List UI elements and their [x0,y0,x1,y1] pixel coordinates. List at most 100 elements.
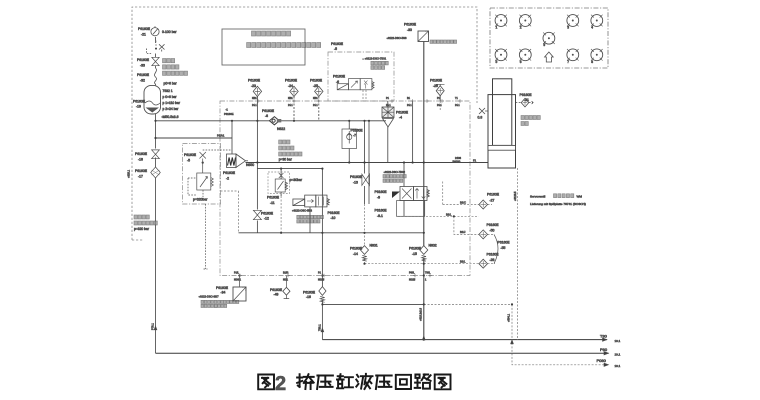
svg-text:N802: N802 [429,244,437,248]
svg-text:-25: -25 [313,84,318,88]
svg-text:P6160E: P6160E [216,286,229,290]
svg-text:1: 1 [496,26,498,30]
svg-text:-50: -50 [490,229,495,233]
svg-text:-21: -21 [141,33,146,37]
svg-text:P6160E: P6160E [409,247,422,251]
svg-text:NG6 1: NG6 1 [234,279,242,282]
svg-text:P6020: P6020 [453,159,461,163]
svg-text:P6160E: P6160E [137,73,150,77]
svg-text:•M50.5x3.6: •M50.5x3.6 [162,115,179,119]
svg-text:P6160E: P6160E [487,223,500,227]
svg-text:P6160E: P6160E [375,190,388,194]
svg-text:NB1: NB1 [288,97,293,100]
svg-text:T1: T1 [455,97,458,100]
svg-text:+326.1: +326.1 [127,169,131,178]
svg-text:P6160E: P6160E [184,153,197,157]
svg-text:3: 3 [567,26,569,30]
svg-text:P1/L: P1/L [234,272,240,275]
svg-text:-1: -1 [226,108,229,112]
svg-text:P1: P1 [318,272,322,275]
svg-text:P6160E: P6160E [261,212,274,216]
svg-text:24.1: 24.1 [313,104,318,107]
svg-text:NB1: NB1 [313,97,318,100]
svg-text:NG25: NG25 [318,279,325,282]
svg-text:1: 1 [425,279,427,282]
svg-text:p=320bar: p=320bar [193,198,208,202]
svg-text:P6160E: P6160E [375,209,388,213]
svg-text:-28: -28 [490,258,495,262]
svg-text:B1/C: B1/C [460,200,466,204]
svg-text:24.1: 24.1 [252,104,257,107]
svg-text:+8122-DSO-5S8: +8122-DSO-5S8 [387,36,407,40]
svg-text:P1: P1 [386,97,390,100]
svg-text:p=30bar: p=30bar [290,178,303,182]
svg-text:WM: WM [577,194,583,198]
svg-text:8: 8 [591,60,593,64]
svg-text:4: 4 [591,26,593,30]
svg-text:+504.1: +504.1 [507,313,511,322]
svg-text:-13: -13 [353,181,358,185]
svg-text:5: 5 [496,60,498,64]
svg-text:Servoventil: Servoventil [530,194,546,198]
svg-text:24.1: 24.1 [288,104,293,107]
svg-text:P6160E: P6160E [137,58,150,62]
svg-text:-9.1: -9.1 [377,214,383,218]
svg-text:+8126.5: +8126.5 [513,191,517,201]
svg-text:P1: P1 [437,97,441,100]
svg-text:P6160E: P6160E [303,291,316,295]
svg-text:P6160E: P6160E [351,129,364,133]
svg-text:-15: -15 [412,252,417,256]
svg-text:p 2=24 bar: p 2=24 bar [163,107,180,111]
svg-text:N801: N801 [370,244,378,248]
svg-text:7632 1: 7632 1 [163,89,173,93]
svg-text:-7: -7 [353,134,356,138]
svg-text:-27: -27 [490,199,495,203]
svg-text:-4: -4 [399,116,402,120]
svg-text:P6160E: P6160E [396,111,409,115]
svg-text:24.1: 24.1 [407,104,412,107]
svg-text:P6160E: P6160E [331,42,344,46]
svg-text:P6160E: P6160E [224,112,234,116]
svg-text:-12: -12 [264,217,269,221]
svg-text:2: 2 [520,26,522,30]
svg-text:+8122-DSO-7B02: +8122-DSO-7B02 [384,170,406,174]
svg-text:-32: -32 [140,79,145,83]
svg-text:24.1: 24.1 [437,104,442,107]
svg-text:B1/L: B1/L [460,260,466,264]
svg-text:P6160E: P6160E [270,288,283,292]
svg-text:P6160E: P6160E [310,79,323,83]
svg-text:p0=6 bar: p0=6 bar [164,82,178,86]
svg-text:-18: -18 [138,158,143,162]
svg-text:T80.1: T80.1 [318,324,322,331]
svg-text:P6160E: P6160E [520,93,533,97]
svg-text:B1: B1 [407,97,411,100]
svg-text:NG1: NG1 [283,279,289,282]
svg-text:24.1: 24.1 [386,104,391,107]
svg-text:P6160E: P6160E [135,169,148,173]
svg-text:P6160E: P6160E [262,109,275,113]
svg-text:-26: -26 [433,84,438,88]
svg-text:24.1: 24.1 [455,104,460,107]
svg-text:2408: 2408 [455,156,461,160]
svg-text:-31: -31 [524,98,529,102]
svg-text:T80: T80 [600,334,608,339]
svg-text:NG25: NG25 [409,279,416,282]
svg-text:-16: -16 [306,295,311,299]
svg-text:p 1=110 bar: p 1=110 bar [163,101,181,105]
svg-text:-9: -9 [377,196,380,200]
svg-text:-55: -55 [501,246,506,250]
svg-text:-5: -5 [334,47,337,51]
svg-text:p=30 bar: p=30 bar [279,158,293,162]
svg-text:B1/R: B1/R [283,272,289,275]
svg-text:P6160E: P6160E [333,75,346,79]
svg-text:P6160E: P6160E [328,211,341,215]
svg-text:-17: -17 [138,175,143,179]
svg-text:N650: N650 [246,163,254,167]
svg-text:P6160E: P6160E [135,152,148,156]
svg-text:-33: -33 [140,64,145,68]
svg-text:10.1: 10.1 [615,364,621,368]
svg-text:-8: -8 [265,114,268,118]
svg-text:B1/L: B1/L [446,212,452,216]
svg-text:NB1: NB1 [252,97,257,100]
svg-text:-24: -24 [288,84,293,88]
